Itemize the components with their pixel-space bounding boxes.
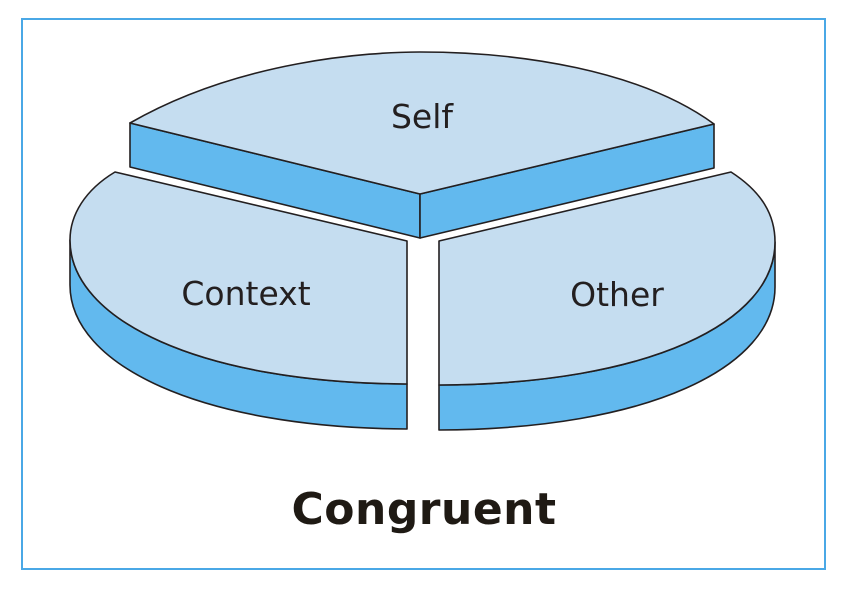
self-label: Self <box>391 97 454 136</box>
diagram-caption: Congruent <box>291 484 557 535</box>
context-segment <box>69 171 408 430</box>
self-segment <box>129 51 715 239</box>
other-segment <box>438 171 776 431</box>
context-label: Context <box>181 274 310 313</box>
context-top <box>69 171 408 385</box>
other-top <box>438 171 776 386</box>
diagram-frame <box>21 18 826 570</box>
self-top <box>129 51 715 195</box>
other-label: Other <box>570 275 664 314</box>
